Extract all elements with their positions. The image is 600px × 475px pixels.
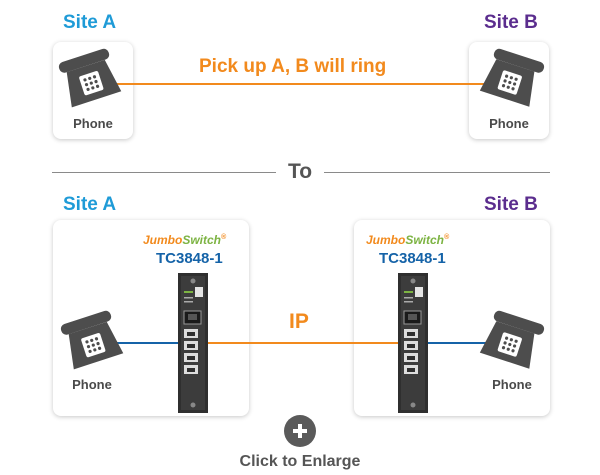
enlarge-plus-button[interactable] [284,415,316,447]
brand-logo-a: JumboSwitch® [143,233,227,247]
top-connection-label: Pick up A, B will ring [199,56,387,77]
telephone-icon [58,48,122,108]
divider-label: To [287,160,313,183]
telephone-icon [60,310,124,370]
site-b-label-bottom: Site B [484,194,538,215]
media-converter-icon [178,273,208,413]
phone-label-b-bottom: Phone [492,377,532,392]
phone-label-a-bottom: Phone [72,377,112,392]
click-to-enlarge-link[interactable]: Click to Enlarge [239,453,361,470]
phone-label-a-top: Phone [73,116,113,131]
site-b-label-top: Site B [484,12,538,33]
site-a-label-bottom: Site A [63,194,117,215]
telephone-icon [479,310,545,369]
model-label-a: TC3848-1 [156,250,223,267]
site-a-label-top: Site A [63,12,117,33]
model-label-b: TC3848-1 [379,250,446,267]
divider-left [52,172,276,173]
phone-label-b-top: Phone [489,116,529,131]
media-converter-icon [398,273,428,413]
telephone-icon [479,48,545,107]
bottom-connection-label: IP [289,310,309,333]
brand-logo-b: JumboSwitch® [366,233,450,247]
divider-right [324,172,550,173]
